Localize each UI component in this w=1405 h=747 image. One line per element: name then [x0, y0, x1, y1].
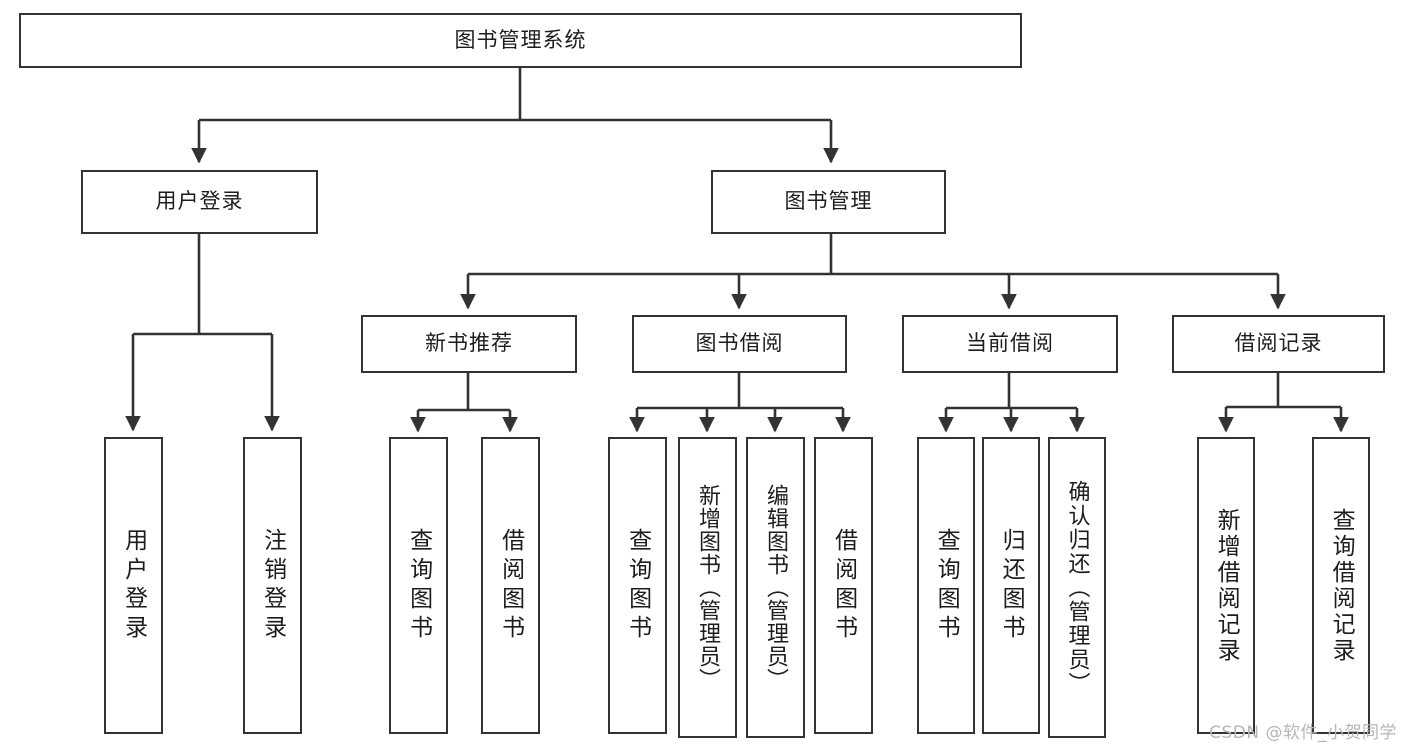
- node-label: 确认归还（管理员）: [1064, 479, 1090, 696]
- node-borrow-record[interactable]: 借阅记录: [1172, 315, 1385, 373]
- node-book-borrow[interactable]: 图书借阅: [632, 315, 847, 373]
- leaf-user-login-logout[interactable]: 注销登录: [243, 437, 302, 734]
- leaf-current-borrow-confirm-return-admin[interactable]: 确认归还（管理员）: [1048, 437, 1106, 738]
- node-label: 图书借阅: [695, 331, 784, 356]
- leaf-current-borrow-return-book[interactable]: 归还图书: [982, 437, 1040, 734]
- node-label: 查询借阅记录: [1328, 507, 1355, 664]
- node-label: 编辑图书（管理员）: [763, 484, 789, 691]
- node-label: 查询图书: [405, 527, 432, 644]
- node-label: 新增图书（管理员）: [695, 484, 721, 691]
- watermark-text: CSDN @软件_小贺同学: [1209, 723, 1397, 743]
- leaf-new-book-borrow-book[interactable]: 借阅图书: [481, 437, 540, 734]
- node-root-book-management-system[interactable]: 图书管理系统: [19, 13, 1022, 68]
- node-label: 注销登录: [259, 527, 286, 644]
- node-new-book-recommend[interactable]: 新书推荐: [361, 315, 577, 373]
- node-label: 查询图书: [933, 527, 960, 644]
- leaf-user-login-login[interactable]: 用户登录: [104, 437, 163, 734]
- leaf-current-borrow-query-book[interactable]: 查询图书: [917, 437, 975, 734]
- node-label: 查询图书: [624, 527, 651, 644]
- node-label: 归还图书: [998, 527, 1025, 644]
- node-current-borrow[interactable]: 当前借阅: [902, 315, 1118, 373]
- node-label: 新书推荐: [425, 331, 513, 356]
- node-label: 图书管理系统: [454, 27, 587, 52]
- leaf-book-borrow-edit-book-admin[interactable]: 编辑图书（管理员）: [746, 437, 805, 738]
- leaf-borrow-record-query-record[interactable]: 查询借阅记录: [1312, 437, 1370, 734]
- node-label: 新增借阅记录: [1213, 507, 1240, 664]
- node-label: 借阅图书: [830, 527, 857, 644]
- node-label: 用户登录: [155, 189, 244, 214]
- leaf-book-borrow-borrow-book[interactable]: 借阅图书: [814, 437, 873, 734]
- leaf-book-borrow-query-book[interactable]: 查询图书: [608, 437, 667, 734]
- node-user-login[interactable]: 用户登录: [81, 170, 318, 234]
- node-label: 图书管理: [784, 189, 873, 214]
- node-book-management[interactable]: 图书管理: [711, 170, 946, 234]
- leaf-borrow-record-add-record[interactable]: 新增借阅记录: [1197, 437, 1255, 734]
- node-label: 借阅图书: [497, 527, 524, 644]
- node-label: 用户登录: [120, 527, 147, 644]
- leaf-book-borrow-add-book-admin[interactable]: 新增图书（管理员）: [678, 437, 737, 738]
- leaf-new-book-query-book[interactable]: 查询图书: [389, 437, 448, 734]
- node-label: 当前借阅: [966, 331, 1054, 356]
- node-label: 借阅记录: [1234, 331, 1323, 356]
